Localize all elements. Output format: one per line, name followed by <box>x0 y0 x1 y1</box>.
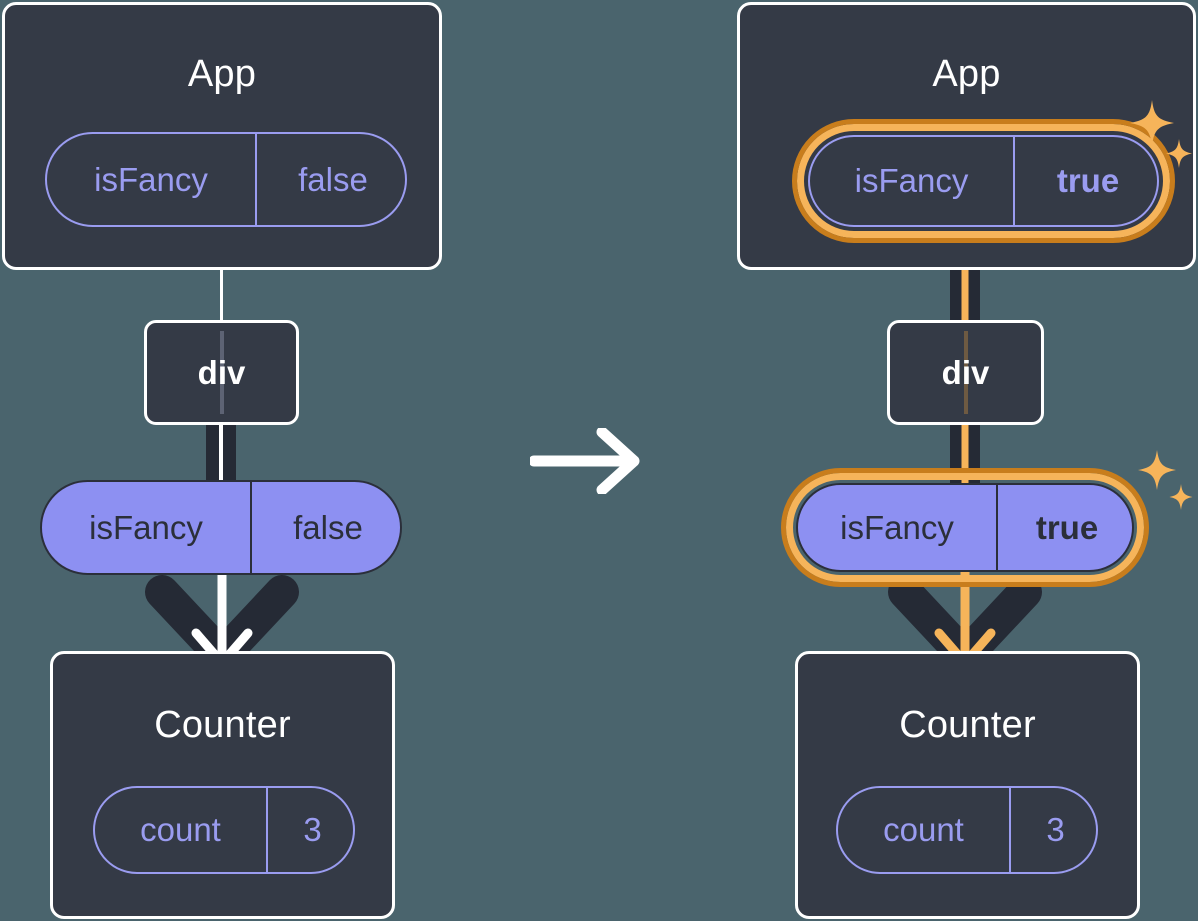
counter-state-pill-before: count 3 <box>93 786 355 874</box>
counter-title-before: Counter <box>154 704 291 746</box>
connector-core-div-props-after <box>961 423 969 485</box>
connector-div-to-props-after <box>950 423 980 485</box>
counter-component-box-before: Counter count 3 <box>50 651 395 919</box>
div-node-before: div <box>144 320 299 425</box>
pill-key-before-app: isFancy <box>94 160 208 198</box>
app-component-box-before: App isFancy false <box>2 2 442 270</box>
counter-pill-key-after: count <box>883 811 964 848</box>
props-pill-key-after: isFancy <box>840 508 954 546</box>
connector-div-to-props-before <box>206 423 236 485</box>
connector-core-before <box>219 423 223 485</box>
props-pill-value-after: true <box>996 485 1136 570</box>
pill-value-before-app: false <box>255 134 409 225</box>
sparkle-icon-props-after <box>1136 450 1194 512</box>
div-node-label-after: div <box>941 353 990 391</box>
counter-title-after: Counter <box>899 704 1036 746</box>
counter-pill-value-before: 3 <box>266 788 357 872</box>
app-title-before: App <box>187 53 257 95</box>
sparkle-icon-app-after <box>1128 100 1192 170</box>
div-inner-line-before <box>219 331 224 414</box>
div-node-label-before: div <box>197 353 246 391</box>
pill-value-after-app: true <box>1013 137 1161 225</box>
div-inner-line-after <box>963 331 968 414</box>
props-pill-before: isFancy false <box>40 480 402 575</box>
app-state-pill-after: isFancy true <box>808 135 1159 227</box>
connector-core-app-div-after <box>961 230 969 325</box>
app-state-pill-before: isFancy false <box>45 132 407 227</box>
connector-app-to-div-before <box>219 268 223 322</box>
counter-state-pill-after: count 3 <box>836 786 1098 874</box>
pill-key-after-app: isFancy <box>854 162 969 199</box>
counter-pill-value-after: 3 <box>1009 788 1100 872</box>
props-pill-after: isFancy true <box>796 483 1134 572</box>
counter-pill-key-before: count <box>140 811 221 848</box>
transition-arrow-right-icon <box>528 426 648 496</box>
counter-component-box-after: Counter count 3 <box>795 651 1140 919</box>
div-node-after: div <box>887 320 1044 425</box>
props-pill-key-before: isFancy <box>89 508 203 546</box>
app-title-after: App <box>932 53 1001 95</box>
props-pill-value-before: false <box>250 482 404 573</box>
